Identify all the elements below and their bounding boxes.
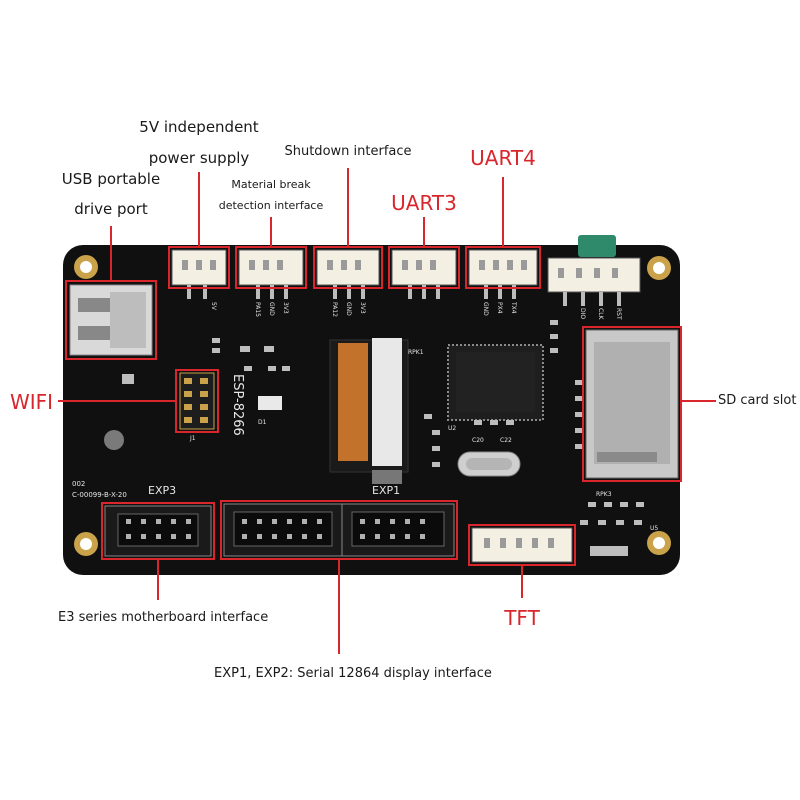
power-connector bbox=[171, 249, 227, 286]
callout-lines bbox=[58, 168, 716, 654]
mounting-holes bbox=[74, 255, 671, 556]
silk-pin-gnd-1: GND bbox=[268, 302, 275, 316]
wifi-label: WIFI bbox=[10, 390, 54, 414]
silk-pin-tx4: TX4 bbox=[510, 301, 517, 314]
silk-exp1: EXP1 bbox=[372, 484, 400, 497]
silk-ref-rpk3: RPK3 bbox=[596, 491, 612, 498]
swd-connector bbox=[547, 235, 641, 293]
crystal bbox=[457, 451, 521, 477]
usb-port-label-line2: drive port bbox=[74, 200, 148, 218]
exp-interface-label: EXP1, EXP2: Serial 12864 display interfa… bbox=[214, 666, 492, 681]
e3-interface-label: E3 series motherboard interface bbox=[58, 610, 269, 625]
silk-ref-c22: C22 bbox=[500, 437, 512, 444]
tft-connector bbox=[471, 527, 573, 563]
silk-board-id-2: C-00099-B-X-20 bbox=[72, 491, 127, 499]
silk-pin-3v3-1: 3V3 bbox=[282, 302, 289, 314]
power-supply-label-line2: power supply bbox=[148, 149, 250, 167]
silk-ref-d1: D1 bbox=[258, 419, 267, 426]
uart3-connector bbox=[391, 249, 457, 286]
silk-pin-pa15: PA15 bbox=[254, 302, 261, 317]
shutdown-interface-label: Shutdown interface bbox=[284, 144, 412, 159]
silk-board-id-1: 002 bbox=[72, 480, 85, 488]
exp3-header bbox=[104, 505, 212, 557]
silk-ref-rpk1: RPK1 bbox=[408, 349, 424, 356]
silk-pin-gnd-2: GND bbox=[345, 302, 352, 316]
shutdown-connector bbox=[316, 249, 380, 286]
power-supply-label-line1: 5V independent bbox=[139, 118, 259, 136]
connector-legs bbox=[187, 285, 621, 306]
smd-components bbox=[122, 320, 644, 556]
highlight-sd bbox=[582, 326, 682, 482]
exp1-header bbox=[341, 503, 455, 557]
silk-ref-u5: U5 bbox=[650, 525, 658, 532]
fpc-connector bbox=[329, 338, 409, 484]
material-detection-label-line2: detection interface bbox=[218, 199, 324, 212]
mcu-chip bbox=[447, 344, 544, 421]
silk-ref-c20: C20 bbox=[472, 437, 484, 444]
silk-pin-gnd-3: GND bbox=[482, 302, 489, 316]
silk-pin-rst: RST bbox=[615, 308, 622, 320]
material-detection-label-line1: Material break bbox=[231, 178, 311, 191]
esp-header bbox=[179, 372, 215, 430]
silk-pin-5v: 5V bbox=[210, 302, 217, 311]
silk-esp-chip: ESP-8266 bbox=[230, 374, 245, 436]
sd-card-slot-label: SD card slot bbox=[718, 393, 797, 408]
silk-pin-pa12: PA12 bbox=[331, 302, 338, 317]
pcb-mark bbox=[104, 430, 124, 450]
silk-pin-px4: PX4 bbox=[496, 302, 503, 314]
silk-pin-dio: DIO bbox=[579, 308, 586, 319]
uart4-label: UART4 bbox=[470, 146, 536, 170]
exp2-header bbox=[223, 503, 343, 557]
uart3-label: UART3 bbox=[391, 191, 457, 215]
silk-ref-u2: U2 bbox=[448, 425, 456, 432]
usb-port bbox=[69, 284, 153, 356]
silk-pin-clk: CLK bbox=[597, 308, 604, 321]
uart4-connector bbox=[468, 249, 538, 286]
sd-card-slot bbox=[585, 329, 679, 479]
silk-pin-3v3-2: 3V3 bbox=[359, 302, 366, 314]
silk-exp3: EXP3 bbox=[148, 484, 176, 497]
usb-port-label-line1: USB portable bbox=[61, 170, 161, 188]
material-connector bbox=[238, 249, 304, 286]
silk-ref-j1: J1 bbox=[189, 435, 196, 442]
tft-label: TFT bbox=[504, 606, 540, 630]
